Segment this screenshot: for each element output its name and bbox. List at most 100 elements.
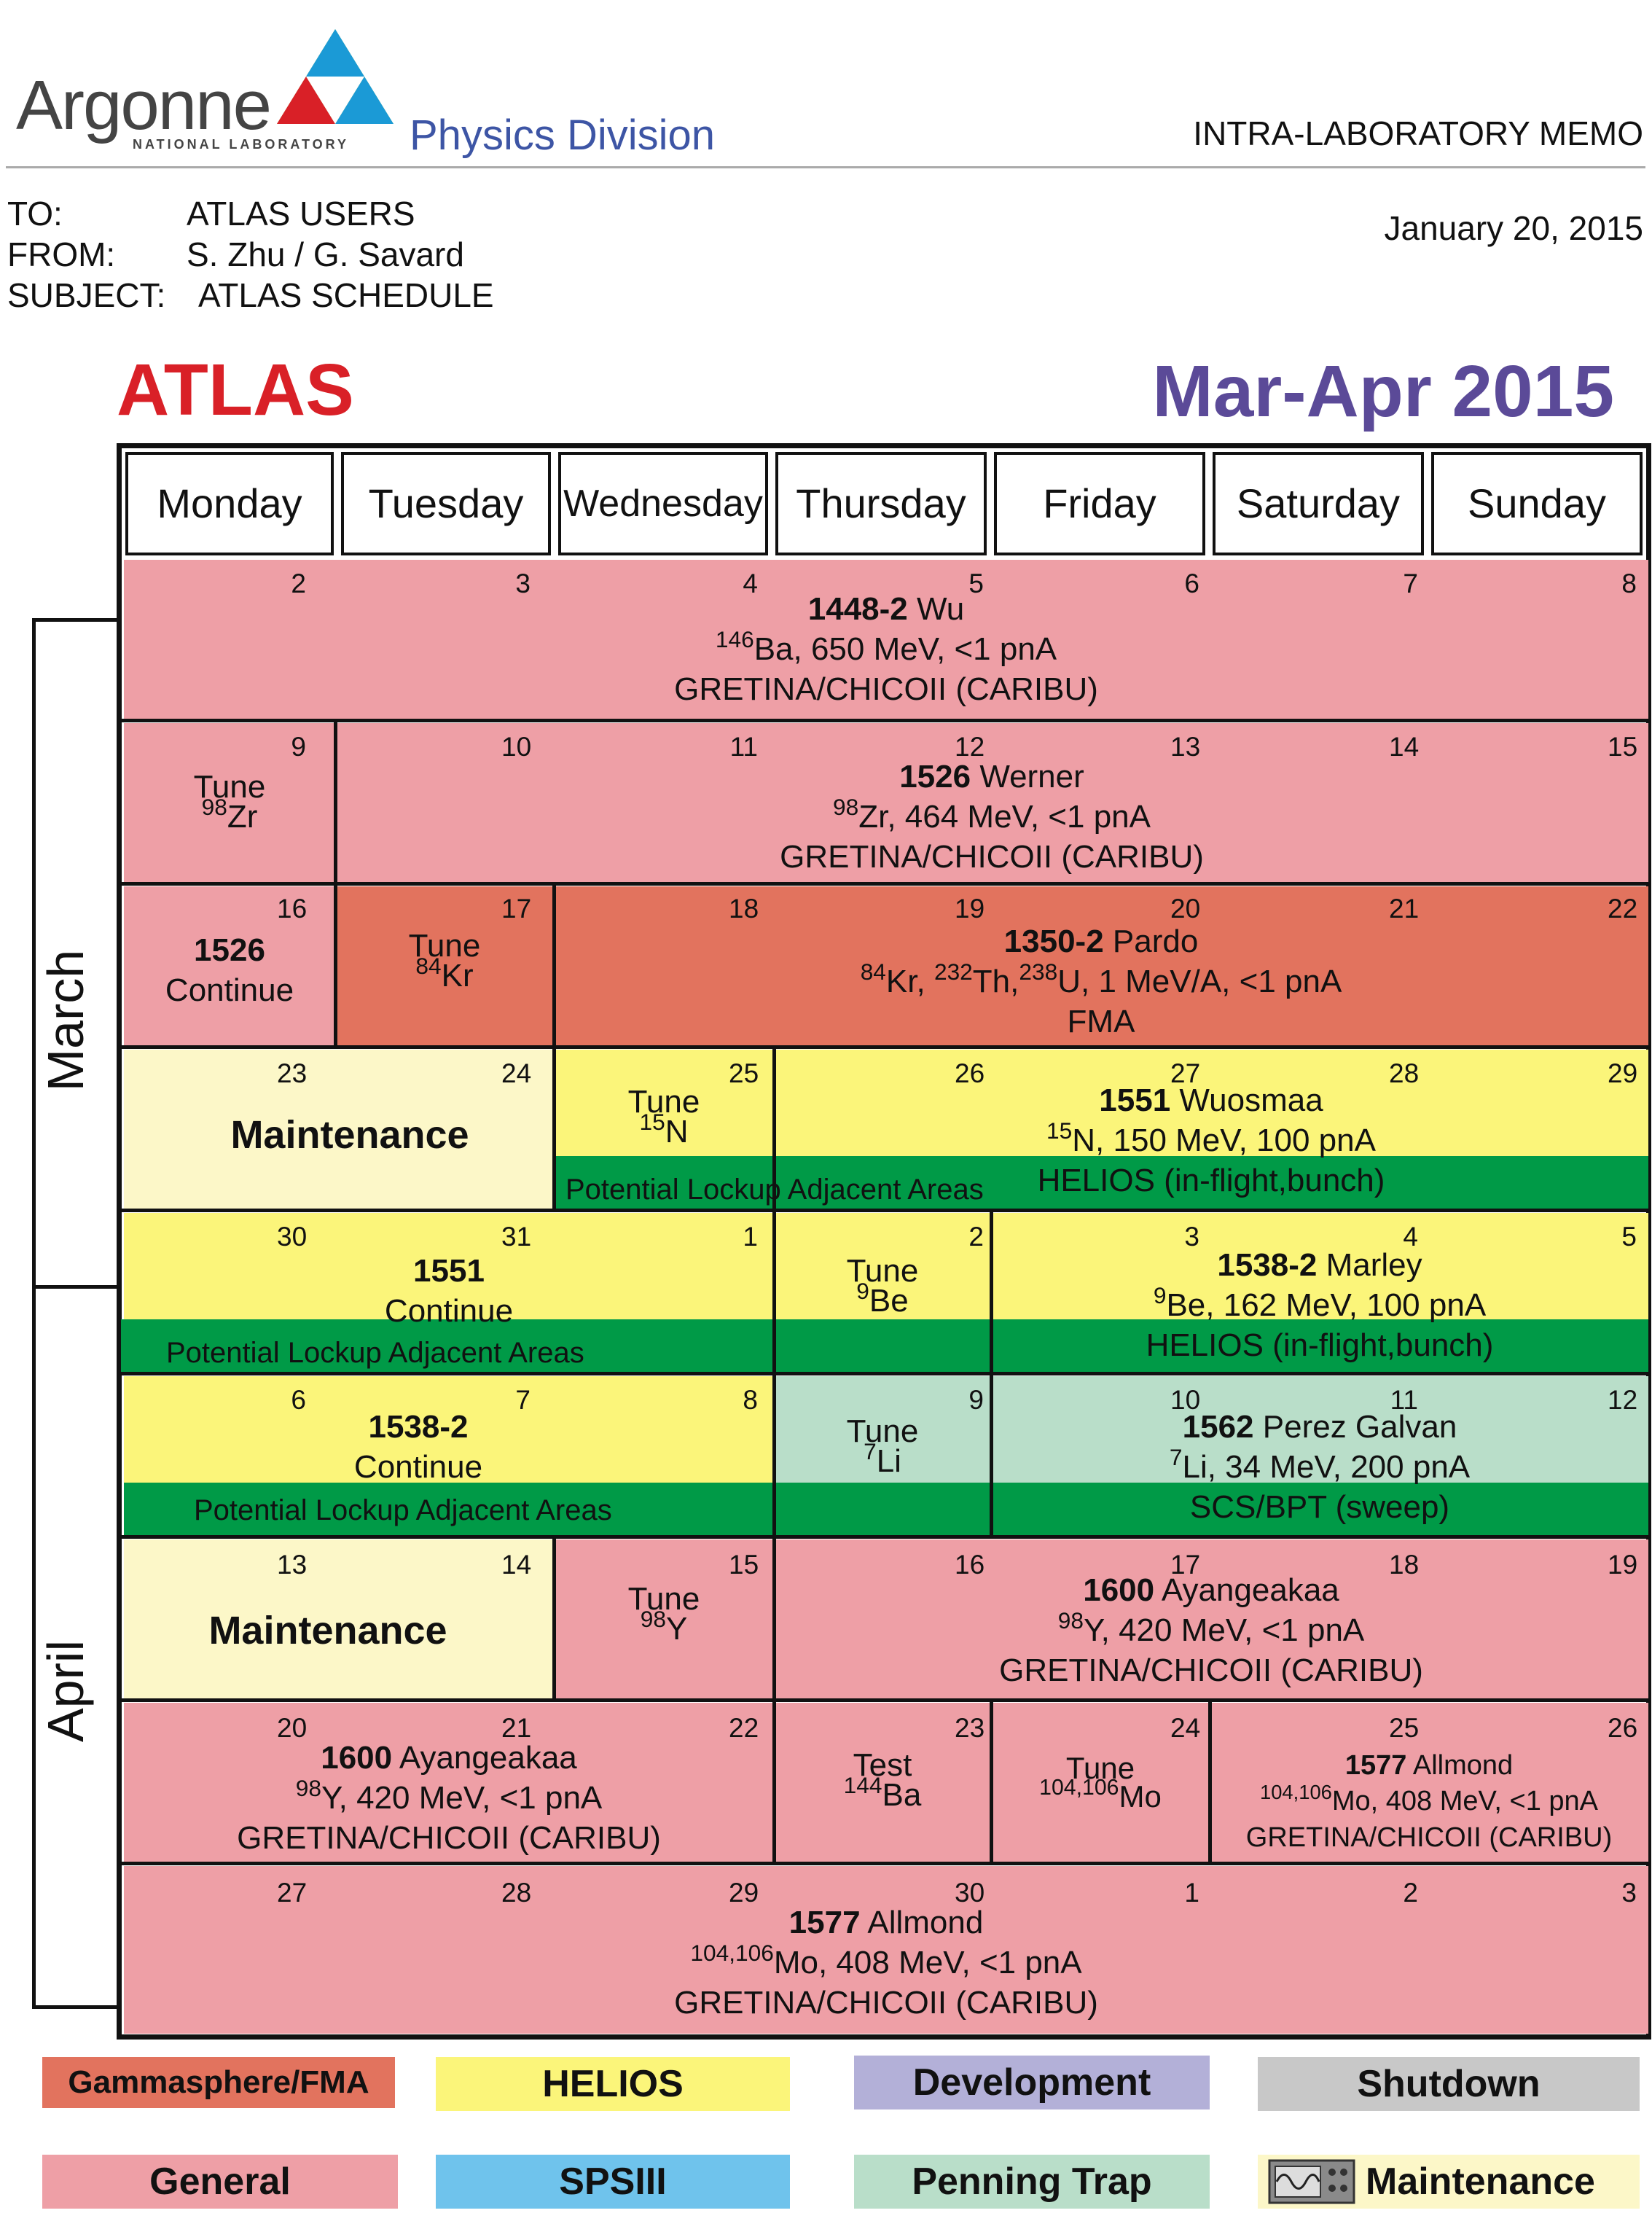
element: Li (876, 1443, 901, 1479)
from-value: S. Zhu / G. Savard (187, 235, 464, 273)
memo-type: INTRA-LABORATORY MEMO (1193, 114, 1643, 152)
block-1350-2[interactable] (554, 886, 1648, 1045)
block-1577[interactable] (1210, 1703, 1648, 1862)
day-number: 1 (1184, 1878, 1199, 1908)
grid-line (121, 719, 1651, 722)
beam-info: N, 150 MeV, 100 pnA (1072, 1123, 1376, 1158)
text-tune-15n: Tune 15N (554, 1082, 774, 1152)
day-number: 3 (515, 569, 531, 598)
grid-line (121, 1209, 1651, 1212)
proposal-id: 1577 (1344, 1750, 1407, 1781)
proposal-id: 1562 (1182, 1409, 1254, 1445)
month-bracket-april (32, 1289, 117, 2009)
day-number: 6 (1184, 569, 1199, 598)
day-number: 10 (501, 732, 532, 762)
day-number: 16 (955, 1550, 985, 1580)
day-number: 4 (1403, 1222, 1418, 1252)
day-number: 29 (729, 1878, 759, 1908)
day-number: 23 (955, 1713, 985, 1743)
proposal-id: 1526 (194, 932, 265, 968)
mass-number: 84 (860, 958, 886, 985)
text-1600-cont: 1600 Ayangeakaa 98Y, 420 MeV, <1 pnA GRE… (124, 1738, 774, 1858)
proposal-id: 1600 (1083, 1572, 1155, 1608)
block-maintenance-april[interactable] (124, 1539, 554, 1698)
tune-label: Tune (1065, 1751, 1135, 1785)
mass-number: 104,106 (1259, 1781, 1332, 1804)
text-1600: 1600 Ayangeakaa 98Y, 420 MeV, <1 pnA GRE… (774, 1570, 1648, 1690)
pi-name: Wuosmaa (1179, 1082, 1323, 1118)
text-1538-2-continue: 1538-2 Continue (124, 1407, 713, 1487)
text-maintenance-april: Maintenance (208, 1609, 447, 1652)
legend-helios: HELIOS (436, 2057, 790, 2111)
block-1526[interactable] (124, 723, 1648, 882)
proposal-id: 1551 (413, 1253, 485, 1289)
block-1600-cont[interactable] (124, 1703, 774, 1862)
block-maintenance-march[interactable] (124, 1050, 554, 1209)
day-number: 17 (1170, 1550, 1201, 1580)
day-number: 18 (729, 894, 759, 924)
day-number: 9 (291, 732, 306, 762)
text-1551-continue: 1551 Continue (124, 1251, 774, 1331)
day-number: 20 (1170, 894, 1201, 924)
day-number: 8 (1621, 569, 1637, 598)
grid-line (121, 1372, 1651, 1375)
text-tune-84kr: Tune 84Kr (335, 926, 554, 996)
text-maintenance-march: Maintenance (230, 1113, 469, 1157)
tune-label: Tune (408, 928, 481, 964)
element: Zr (227, 799, 258, 835)
proposal-id: 1600 (321, 1740, 393, 1776)
block-1577-cont[interactable] (124, 1866, 1648, 2034)
day-number: 28 (501, 1878, 532, 1908)
text-1526: 1526 Werner 98Zr, 464 MeV, <1 pnA GRETIN… (335, 757, 1648, 877)
subject-value: ATLAS SCHEDULE (198, 276, 494, 314)
proposal-id: 1538-2 (1217, 1247, 1318, 1283)
weekday-friday: Friday (994, 452, 1205, 555)
pi-name: Marley (1326, 1247, 1422, 1283)
beam-info: Y, 420 MeV, <1 pnA (1083, 1612, 1365, 1648)
day-number: 23 (277, 1058, 308, 1088)
day-number: 27 (1170, 1058, 1201, 1088)
day-number: 24 (1170, 1713, 1201, 1743)
lockup-label: Potential Lockup Adjacent Areas (194, 1494, 612, 1526)
block-tune-98y[interactable] (554, 1539, 774, 1698)
continue-label: Continue (165, 972, 294, 1008)
grid-line (772, 1535, 776, 1862)
day-number: 20 (277, 1713, 308, 1743)
mass-number: 7 (1169, 1443, 1183, 1470)
grid-line (121, 1698, 1651, 1702)
beam-info: Zr, 464 MeV, <1 pnA (858, 799, 1151, 835)
day-number: 19 (1608, 1550, 1638, 1580)
day-number: 9 (968, 1385, 984, 1415)
subject-label: SUBJECT: (7, 276, 166, 314)
grid-line (552, 882, 556, 1045)
day-number: 2 (1403, 1878, 1418, 1908)
setup-info: HELIOS (in-flight,bunch) (1037, 1163, 1385, 1198)
continue-label: Continue (353, 1449, 483, 1485)
weekday-monday: Monday (125, 452, 334, 555)
element: Be (869, 1283, 909, 1319)
text-tune-98y: Tune 98Y (554, 1579, 774, 1649)
block-tune-mo[interactable] (991, 1703, 1210, 1862)
block-1448-2[interactable] (124, 560, 1648, 719)
pi-name: Wu (917, 591, 965, 627)
block-test-144ba[interactable] (774, 1703, 991, 1862)
grid-line (121, 1045, 1651, 1049)
weekday-saturday: Saturday (1213, 452, 1424, 555)
block-1526-continue[interactable] (124, 886, 335, 1045)
lockup-band-row4 (554, 1156, 1648, 1209)
setup-info: GRETINA/CHICOII (CARIBU) (674, 671, 1098, 707)
weekday-tuesday: Tuesday (341, 452, 551, 555)
pi-name: Ayangeakaa (399, 1740, 577, 1776)
block-1600[interactable] (774, 1539, 1648, 1698)
legend-gammasphere-fma: Gammasphere/FMA (42, 2057, 395, 2108)
day-number: 3 (1621, 1878, 1637, 1908)
mass-number: 232 (933, 958, 973, 985)
text-1577-cont: 1577 Allmond 104,106Mo, 408 MeV, <1 pnA … (124, 1902, 1648, 2023)
day-number: 22 (729, 1713, 759, 1743)
day-number: 26 (1608, 1713, 1638, 1743)
block-tune-84kr[interactable] (335, 886, 554, 1045)
day-number: 24 (501, 1058, 532, 1088)
proposal-id: 1350-2 (1003, 924, 1104, 959)
text-tune-9be: Tune 9Be (774, 1251, 991, 1321)
grid-line (772, 1045, 776, 1209)
